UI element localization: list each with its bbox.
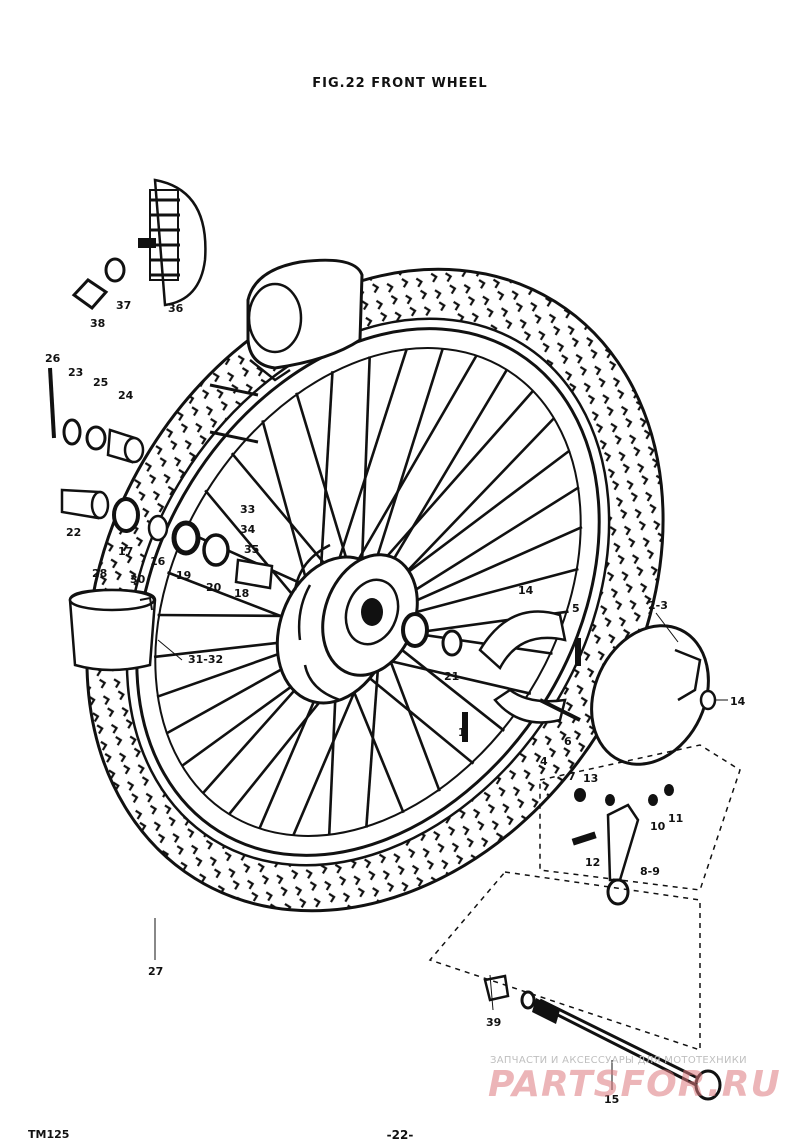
spoke <box>348 680 405 814</box>
callout-26: 26 <box>45 352 61 365</box>
spoke <box>319 371 334 579</box>
callout-24: 24 <box>118 389 134 402</box>
spoke <box>369 655 532 695</box>
callout-10: 10 <box>650 820 666 833</box>
brake-shoes <box>462 610 581 742</box>
page-number: -22- <box>386 1128 414 1142</box>
spoke <box>204 489 301 605</box>
callout-13: 13 <box>583 772 598 785</box>
callout-4: 4 <box>540 755 548 768</box>
figure-title: FIG.22 FRONT WHEEL <box>312 76 488 91</box>
tube-sleeve <box>68 588 157 672</box>
spoke <box>167 571 296 623</box>
spoke <box>327 684 338 836</box>
callout-6: 6 <box>564 735 572 748</box>
callout-17: 17 <box>118 545 133 558</box>
callout-20: 20 <box>206 581 222 594</box>
front-axle <box>483 974 722 1101</box>
callout-11: 11 <box>668 812 683 825</box>
spoke <box>365 668 380 828</box>
axle-spacers-left <box>48 367 463 657</box>
callout-31-32: 31-32 <box>188 653 223 666</box>
callout-30: 30 <box>130 573 146 586</box>
spoke <box>374 348 445 561</box>
callout-22: 22 <box>66 526 81 539</box>
callout-16: 16 <box>150 555 166 568</box>
spoke <box>332 348 409 576</box>
spoke <box>406 486 580 597</box>
spoke <box>407 631 553 655</box>
callout-2-3: 2-3 <box>648 599 668 612</box>
callout-21: 21 <box>444 670 459 683</box>
spoke <box>389 661 441 792</box>
watermark-logo: PARTSFOR.RU <box>488 1064 781 1105</box>
callout-8-9: 8-9 <box>640 865 660 878</box>
callout-27: 27 <box>148 965 163 978</box>
callout-15: 15 <box>604 1093 619 1106</box>
group-outlines <box>428 744 741 1052</box>
callout-14-shoe: 14 <box>518 584 534 597</box>
model-code: TM125 <box>28 1128 70 1141</box>
callout-28: 28 <box>92 567 107 580</box>
spoke <box>409 567 579 615</box>
callout-36: 36 <box>168 302 184 315</box>
callout-34: 34 <box>240 523 256 536</box>
callout-7: 7 <box>568 770 576 783</box>
spoke <box>360 670 475 765</box>
rim-band <box>246 258 364 382</box>
callout-1: 1 <box>458 726 466 739</box>
spoke <box>153 639 296 659</box>
spoke <box>258 681 324 830</box>
callout-23: 23 <box>68 366 83 379</box>
callout-25: 25 <box>93 376 108 389</box>
callout-37: 37 <box>116 299 131 312</box>
speedometer-gear <box>71 178 207 311</box>
spoke <box>261 420 310 590</box>
brake-panel <box>590 624 717 766</box>
callout-14-panel: 14 <box>730 695 746 708</box>
spoke <box>292 668 366 837</box>
watermark-tagline: ЗАПЧАСТИ И АКСЕССУАРЫ ДЛЯ МОТОТЕХНИКИ <box>490 1055 747 1066</box>
callout-labels: 36 37 38 26 23 25 24 22 17 16 19 20 33 3… <box>45 299 746 1106</box>
hub <box>275 543 419 705</box>
spoke <box>360 356 371 562</box>
callout-5: 5 <box>572 602 580 615</box>
spoke <box>399 417 556 580</box>
callout-19: 19 <box>176 569 191 582</box>
spokes <box>153 348 583 837</box>
spoke <box>400 648 506 732</box>
callout-35: 35 <box>244 543 259 556</box>
spoke <box>295 392 351 569</box>
spoke <box>388 369 508 568</box>
callout-18: 18 <box>234 587 249 600</box>
callout-39: 39 <box>486 1016 501 1029</box>
brake-arm <box>571 784 674 906</box>
callout-12: 12 <box>585 856 600 869</box>
spoke <box>165 657 302 735</box>
callout-33: 33 <box>240 503 255 516</box>
leader-lines <box>154 612 728 1090</box>
spoke <box>202 672 311 794</box>
spoke <box>346 354 478 579</box>
callout-38: 38 <box>90 317 105 330</box>
spoke <box>359 390 534 588</box>
